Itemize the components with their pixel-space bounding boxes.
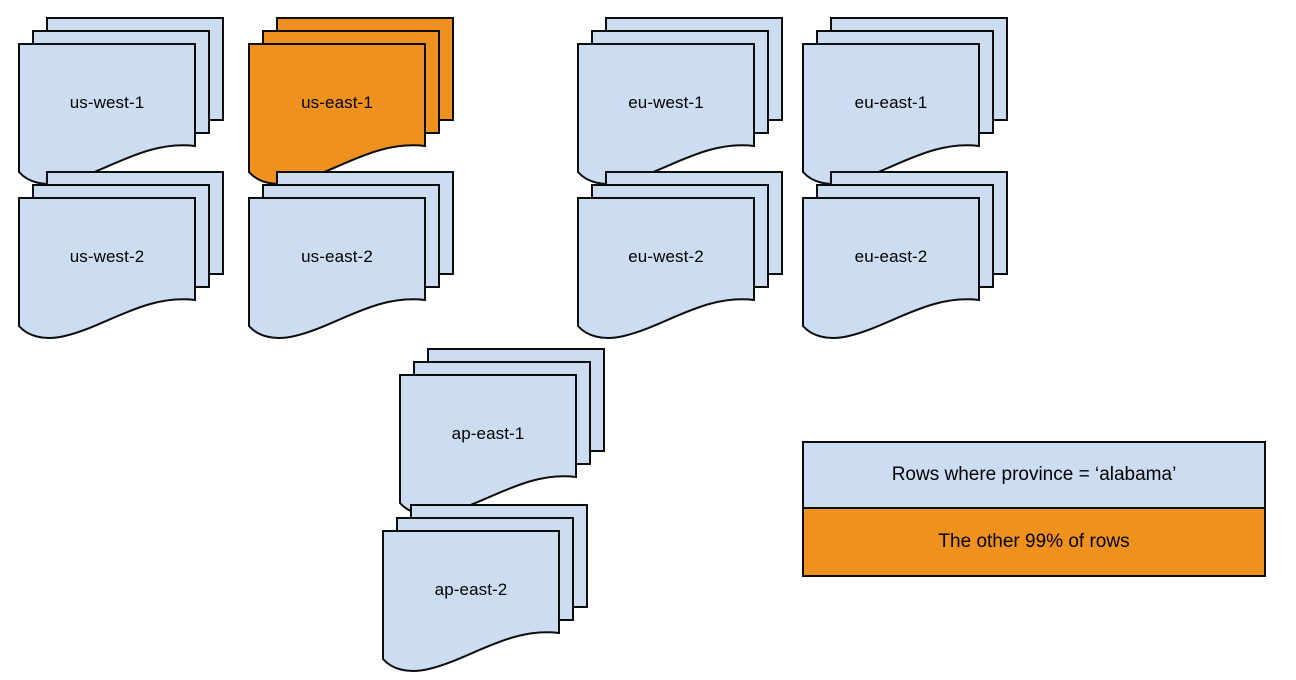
legend: Rows where province = ‘alabama’ The other…	[802, 441, 1266, 577]
document-stack-eu-east-1[interactable]: eu-east-1	[802, 17, 1008, 185]
document-stack-us-west-1[interactable]: us-west-1	[18, 17, 224, 185]
document-sheet-front	[248, 197, 426, 339]
document-sheet-front	[577, 43, 755, 185]
document-stack-shape	[18, 171, 224, 339]
document-stack-shape	[577, 171, 783, 339]
legend-label: Rows where province = ‘alabama’	[891, 464, 1177, 485]
document-stack-us-east-1[interactable]: us-east-1	[248, 17, 454, 185]
document-sheet-front	[18, 197, 196, 339]
document-stack-shape	[399, 348, 605, 516]
document-stack-us-east-2[interactable]: us-east-2	[248, 171, 454, 339]
document-stack-ap-east-2[interactable]: ap-east-2	[382, 504, 588, 672]
document-sheet-front	[248, 43, 426, 185]
document-stack-shape	[802, 171, 1008, 339]
document-stack-eu-west-2[interactable]: eu-west-2	[577, 171, 783, 339]
document-stack-shape	[18, 17, 224, 185]
document-sheet-front	[18, 43, 196, 185]
document-stack-shape	[248, 171, 454, 339]
document-sheet-front	[802, 197, 980, 339]
document-stack-us-west-2[interactable]: us-west-2	[18, 171, 224, 339]
document-sheet-front	[577, 197, 755, 339]
document-stack-eu-east-2[interactable]: eu-east-2	[802, 171, 1008, 339]
document-stack-shape	[802, 17, 1008, 185]
document-sheet-front	[802, 43, 980, 185]
document-stack-shape	[382, 504, 588, 672]
document-sheet-front	[382, 530, 560, 672]
document-stack-eu-west-1[interactable]: eu-west-1	[577, 17, 783, 185]
document-stack-shape	[577, 17, 783, 185]
legend-label: The other 99% of rows	[938, 531, 1130, 552]
document-stack-shape	[248, 17, 454, 185]
legend-row-legend-normal: Rows where province = ‘alabama’	[804, 443, 1264, 509]
document-stack-ap-east-1[interactable]: ap-east-1	[399, 348, 605, 516]
legend-row-legend-highlight: The other 99% of rows	[804, 509, 1264, 575]
document-sheet-front	[399, 374, 577, 516]
